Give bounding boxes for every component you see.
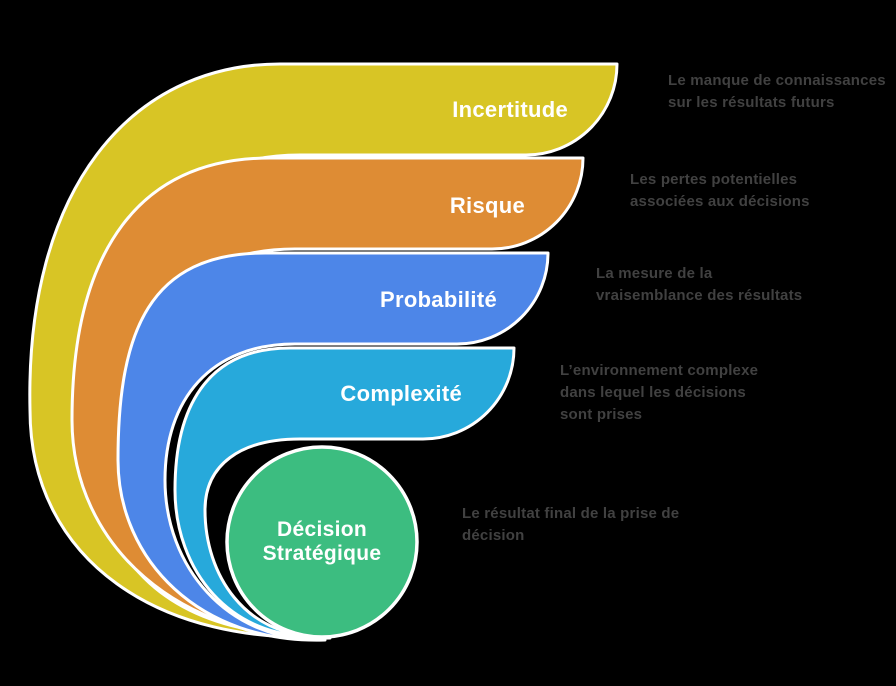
circle-label-line-1: Décision bbox=[277, 518, 367, 541]
description-line: L’environnement complexe bbox=[560, 362, 759, 379]
description-line: vraisemblance des résultats bbox=[596, 287, 803, 304]
band-shape-complexite bbox=[173, 346, 516, 638]
description-decision-strategique: Le résultat final de la prise de décisio… bbox=[462, 503, 679, 547]
description-line: Les pertes potentielles bbox=[630, 171, 798, 188]
band-shape-incertitude bbox=[28, 62, 619, 639]
description-probabilite: La mesure de la vraisemblance des résult… bbox=[596, 263, 802, 307]
description-line: sur les résultats futurs bbox=[668, 94, 835, 111]
description-line: La mesure de la bbox=[596, 265, 713, 282]
band-shape-probabilite bbox=[116, 251, 550, 642]
description-complexite: L’environnement complexe dans lequel les… bbox=[560, 360, 758, 426]
decision-strategique-circle bbox=[225, 445, 419, 639]
band-label-probabilite: Probabilité bbox=[380, 287, 497, 312]
description-line: associées aux décisions bbox=[630, 193, 810, 210]
description-incertitude: Le manque de connaissances sur les résul… bbox=[668, 70, 886, 114]
description-line: dans lequel les décisions bbox=[560, 384, 746, 401]
circle-label-decision-strategique: Décision Stratégique bbox=[212, 518, 432, 566]
description-line: Le manque de connaissances bbox=[668, 72, 886, 89]
description-risque: Les pertes potentielles associées aux dé… bbox=[630, 169, 810, 213]
description-line: sont prises bbox=[560, 406, 643, 423]
band-label-risque: Risque bbox=[449, 193, 525, 218]
band-label-incertitude: Incertitude bbox=[452, 97, 568, 122]
band-label-complexite: Complexité bbox=[340, 381, 462, 406]
description-line: décision bbox=[462, 527, 525, 544]
description-line: Le résultat final de la prise de bbox=[462, 505, 680, 522]
circle-label-line-2: Stratégique bbox=[262, 542, 382, 565]
